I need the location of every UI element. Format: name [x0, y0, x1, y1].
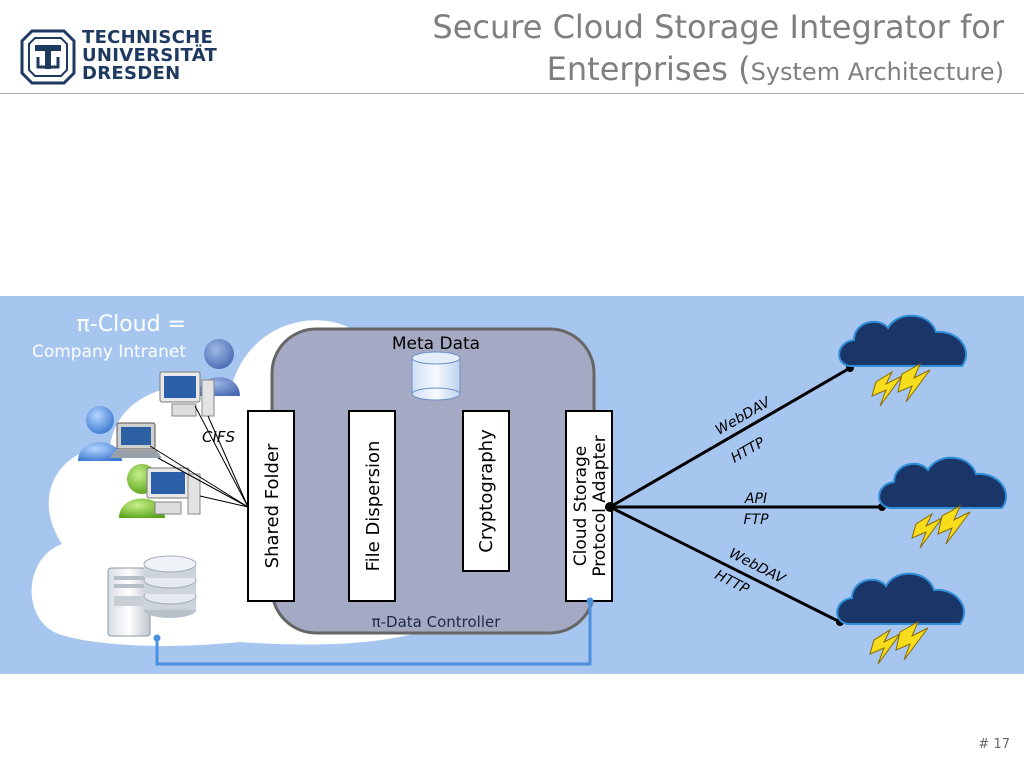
module-cryptography-label: Cryptography — [476, 429, 497, 553]
title-line-2: Enterprises (System Architecture) — [364, 48, 1004, 93]
storm-cloud-icon-middle — [878, 456, 1008, 549]
module-protocol-adapter-line-1: Cloud Storage — [571, 446, 591, 566]
storm-cloud-icon-top — [838, 314, 968, 407]
meta-data-label: Meta Data — [392, 334, 480, 354]
protocol-middle-2: FTP — [743, 512, 769, 528]
tu-dresden-logo — [20, 29, 76, 85]
protocol-middle-1: API — [744, 491, 767, 507]
slide-title: Secure Cloud Storage Integrator for Ente… — [364, 6, 1004, 93]
user-icon-middle — [78, 406, 122, 461]
computer-icon-top — [159, 371, 215, 417]
module-protocol-adapter: Cloud Storage Protocol Adapter — [565, 410, 613, 602]
cifs-connections — [149, 405, 249, 508]
cifs-label: CIFS — [202, 428, 236, 446]
module-file-dispersion: File Dispersion — [348, 410, 396, 602]
server-icon — [107, 567, 151, 637]
module-cryptography: Cryptography — [462, 410, 510, 572]
logo-line-1: TECHNISCHE — [82, 27, 214, 48]
module-shared-folder-label: Shared Folder — [262, 443, 283, 568]
storage-connector — [155, 601, 592, 666]
architecture-diagram: π-Cloud = Company Intranet — [0, 296, 1024, 674]
title-line-2-sub: System Architecture) — [750, 58, 1004, 86]
page-number: # 17 — [978, 737, 1010, 752]
module-shared-folder: Shared Folder — [247, 410, 295, 602]
cloud-connections — [609, 366, 882, 624]
logo-line-3: DRESDEN — [82, 63, 181, 84]
database-stack-icon — [143, 555, 197, 618]
controller-label: π-Data Controller — [372, 613, 502, 631]
module-protocol-adapter-line-2: Protocol Adapter — [590, 435, 610, 576]
intranet-subtitle: Company Intranet — [32, 342, 186, 362]
meta-data-database-icon — [411, 351, 461, 401]
title-line-2-main: Enterprises ( — [546, 50, 751, 88]
computer-icon-bottom — [146, 467, 201, 515]
logo-line-2: UNIVERSITÄT — [82, 45, 218, 66]
laptop-icon — [110, 422, 162, 458]
module-file-dispersion-label: File Dispersion — [363, 441, 384, 572]
header-divider — [0, 93, 1024, 94]
storm-cloud-icon-bottom — [836, 572, 966, 665]
intranet-title: π-Cloud = — [77, 312, 186, 337]
university-name: TECHNISCHE UNIVERSITÄT DRESDEN — [82, 29, 217, 83]
title-line-1: Secure Cloud Storage Integrator for — [432, 8, 1004, 46]
